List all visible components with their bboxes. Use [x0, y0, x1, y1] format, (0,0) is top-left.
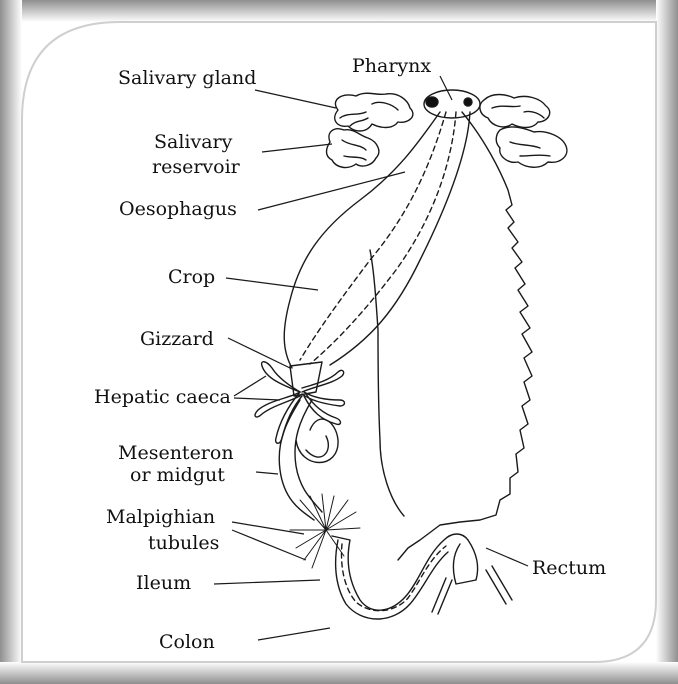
label-salivary-gland: Salivary gland [118, 67, 256, 89]
label-gizzard: Gizzard [140, 328, 214, 350]
label-hepatic-caeca: Hepatic caeca [94, 386, 231, 408]
label-pharynx: Pharynx [352, 55, 431, 77]
label-rectum: Rectum [532, 557, 606, 579]
label-mesenteron-line2: or midgut [130, 464, 225, 486]
label-crop: Crop [168, 266, 215, 288]
label-mesenteron-line1: Mesenteron [118, 442, 234, 464]
label-malpighian-line2: tubules [148, 532, 219, 554]
label-malpighian-line1: Malpighian [106, 506, 215, 528]
label-oesophagus: Oesophagus [119, 198, 237, 220]
label-ileum: Ileum [136, 572, 191, 594]
label-colon: Colon [159, 631, 215, 653]
label-salivary-reservoir-line2: reservoir [152, 156, 241, 178]
label-salivary-reservoir-line1: Salivary [154, 131, 233, 153]
